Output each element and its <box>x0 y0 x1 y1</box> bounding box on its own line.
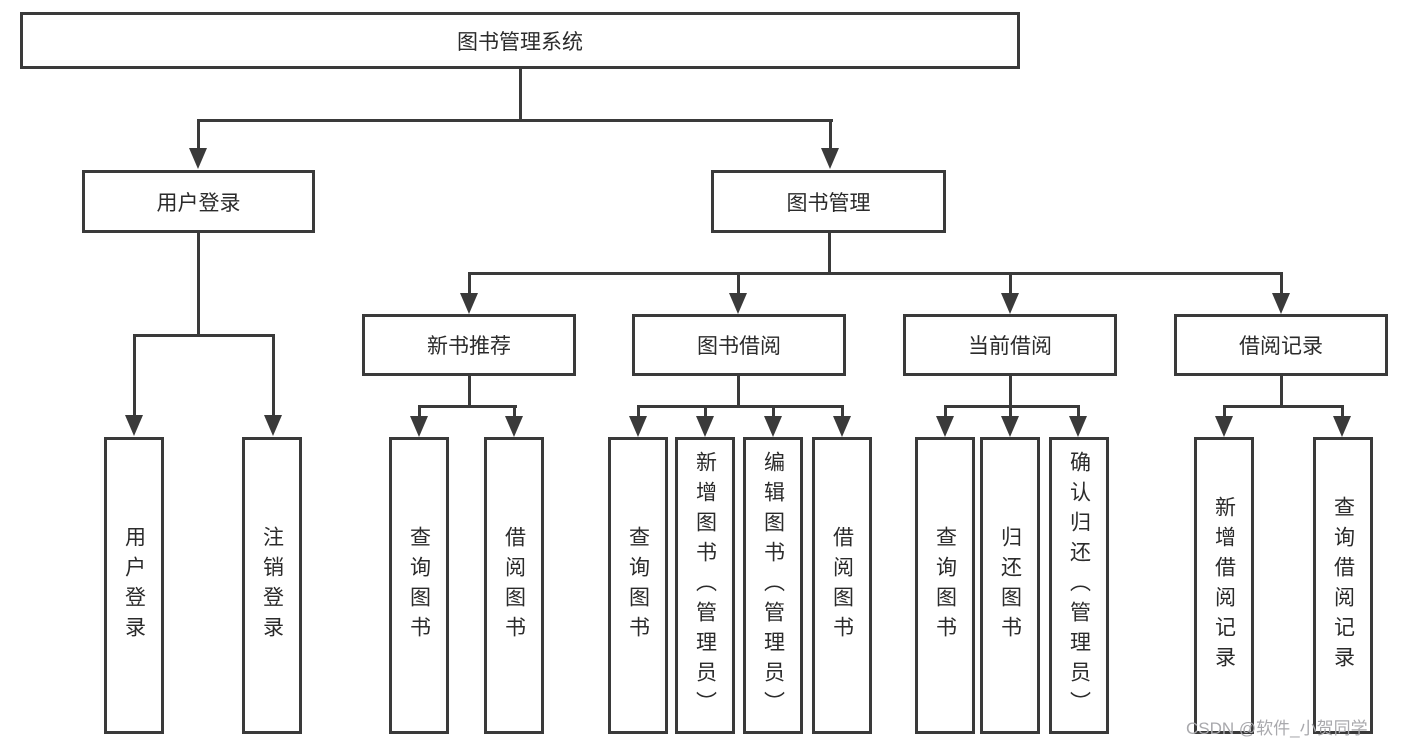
connector-line <box>1223 405 1344 408</box>
arrow-down-icon <box>1215 416 1233 437</box>
leaf-add-borrow-record: 新增借阅记录 <box>1194 437 1254 734</box>
leaf-user-login: 用户登录 <box>104 437 164 734</box>
arrow-down-icon <box>629 416 647 437</box>
arrow-down-icon <box>125 415 143 436</box>
connector-line <box>828 232 831 275</box>
node-label: 归还图书 <box>998 525 1022 646</box>
leaf-query-borrow-record: 查询借阅记录 <box>1313 437 1373 734</box>
node-label: 查询借阅记录 <box>1331 495 1355 676</box>
connector-line <box>1009 405 1012 419</box>
node-current-borrow: 当前借阅 <box>903 314 1117 376</box>
leaf-confirm-return-admin: 确认归还（管理员） <box>1049 437 1109 734</box>
csdn-watermark: CSDN @软件_小贺同学 <box>1186 719 1368 738</box>
arrow-down-icon <box>460 293 478 314</box>
connector-line <box>944 405 947 419</box>
node-label: 图书管理 <box>786 191 871 215</box>
connector-line <box>197 119 200 151</box>
node-root: 图书管理系统 <box>20 12 1020 69</box>
arrow-down-icon <box>189 148 207 169</box>
arrow-down-icon <box>764 416 782 437</box>
node-label: 新书推荐 <box>427 335 511 358</box>
node-user-login: 用户登录 <box>82 170 315 233</box>
node-new-book-recommend: 新书推荐 <box>362 314 576 376</box>
node-label: 编辑图书（管理员） <box>761 450 785 721</box>
connector-line <box>1280 272 1283 295</box>
connector-line <box>468 272 1283 275</box>
node-book-management: 图书管理 <box>711 170 946 233</box>
connector-line <box>418 405 421 419</box>
arrow-down-icon <box>1001 293 1019 314</box>
connector-line <box>468 376 471 408</box>
arrow-down-icon <box>264 415 282 436</box>
connector-line <box>1009 272 1012 295</box>
connector-line <box>1341 405 1344 419</box>
connector-line <box>841 405 844 419</box>
connector-line <box>468 272 471 295</box>
node-label: 确认归还（管理员） <box>1067 450 1091 721</box>
node-label: 用户登录 <box>122 525 146 646</box>
node-label: 当前借阅 <box>968 335 1052 358</box>
arrow-down-icon <box>1333 416 1351 437</box>
node-label: 注销登录 <box>260 525 284 646</box>
arrow-down-icon <box>833 416 851 437</box>
node-label: 借阅图书 <box>830 525 854 646</box>
connector-line <box>133 334 136 417</box>
connector-line <box>1223 405 1226 419</box>
node-label: 新增借阅记录 <box>1212 495 1236 676</box>
node-borrow-records: 借阅记录 <box>1174 314 1388 376</box>
connector-line <box>944 405 1080 408</box>
connector-line <box>1009 376 1012 408</box>
arrow-down-icon <box>821 148 839 169</box>
leaf-logout: 注销登录 <box>242 437 302 734</box>
node-book-borrow: 图书借阅 <box>632 314 846 376</box>
leaf-borrow-books-2: 借阅图书 <box>812 437 872 734</box>
node-label: 借阅图书 <box>502 525 526 646</box>
connector-line <box>704 405 707 419</box>
connector-line <box>133 334 275 337</box>
connector-line <box>272 334 275 417</box>
node-label: 新增图书（管理员） <box>693 450 717 721</box>
connector-line <box>737 272 740 295</box>
node-label: 用户登录 <box>156 191 241 215</box>
node-label: 图书借阅 <box>697 335 781 358</box>
leaf-edit-books-admin: 编辑图书（管理员） <box>743 437 803 734</box>
node-label: 查询图书 <box>626 525 650 646</box>
node-label: 图书管理系统 <box>457 30 583 54</box>
connector-line <box>519 68 522 122</box>
arrow-down-icon <box>1001 416 1019 437</box>
leaf-query-books-1: 查询图书 <box>389 437 449 734</box>
connector-line <box>1077 405 1080 419</box>
connector-line <box>513 405 516 419</box>
arrow-down-icon <box>696 416 714 437</box>
arrow-down-icon <box>936 416 954 437</box>
arrow-down-icon <box>1272 293 1290 314</box>
connector-line <box>637 405 843 408</box>
connector-line <box>197 119 833 122</box>
connector-line <box>829 119 832 151</box>
arrow-down-icon <box>729 293 747 314</box>
connector-line <box>1280 376 1283 408</box>
connector-line <box>772 405 775 419</box>
arrow-down-icon <box>505 416 523 437</box>
connector-line <box>418 405 517 408</box>
connector-line <box>197 232 200 337</box>
arrow-down-icon <box>1069 416 1087 437</box>
connector-line <box>637 405 640 419</box>
leaf-query-books-2: 查询图书 <box>608 437 668 734</box>
leaf-add-books-admin: 新增图书（管理员） <box>675 437 735 734</box>
leaf-query-books-3: 查询图书 <box>915 437 975 734</box>
node-label: 借阅记录 <box>1239 335 1323 358</box>
node-label: 查询图书 <box>407 525 431 646</box>
leaf-borrow-books-1: 借阅图书 <box>484 437 544 734</box>
leaf-return-books: 归还图书 <box>980 437 1040 734</box>
node-label: 查询图书 <box>933 525 957 646</box>
connector-line <box>737 376 740 408</box>
arrow-down-icon <box>410 416 428 437</box>
